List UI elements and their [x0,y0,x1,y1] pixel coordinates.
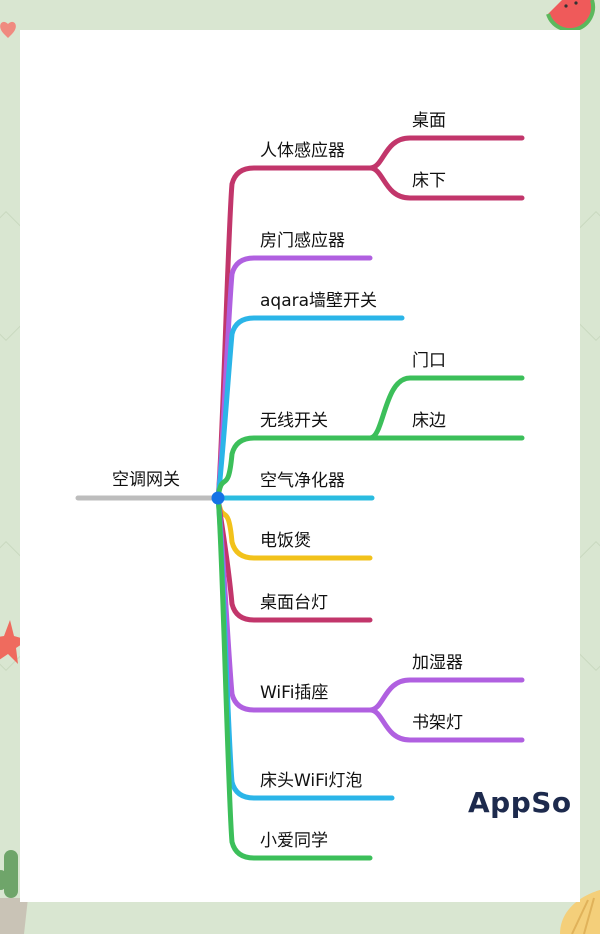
cactus-icon [0,850,28,934]
branch-label: 床头WiFi灯泡 [260,771,362,791]
branch-label: WiFi插座 [260,683,328,703]
branch-label: 电饭煲 [260,531,311,551]
branch-label: 空气净化器 [260,471,345,491]
sub-branch-label: 书架灯 [412,713,463,733]
branch-line [215,495,373,861]
branch-label: 人体感应器 [260,141,345,161]
watermelon-icon [546,0,596,33]
sub-branch-line [367,677,525,713]
sub-branch-line [367,165,525,201]
sub-branch-label: 床边 [412,411,446,431]
seashell-icon [560,890,600,934]
branch-label: 无线开关 [260,411,328,431]
sub-branch-label: 床下 [412,171,446,191]
branch-label: 桌面台灯 [260,593,328,613]
branch-label: 小爱同学 [260,831,328,851]
sub-branch-line [367,135,525,171]
branch-line [215,435,373,501]
branch-line [215,165,373,501]
branch-line [215,315,405,501]
appso-logo: AppSo [468,786,572,819]
hub-node [211,491,225,505]
sub-branch-label: 桌面 [412,111,446,131]
sub-branch-label: 加湿器 [412,653,463,673]
heart-icon [0,21,16,38]
mind-map-card [20,30,580,902]
root-label: 空调网关 [112,470,180,490]
starfish-icon [0,620,28,664]
branch-label: 房门感应器 [260,231,345,251]
branch-label: aqara墙壁开关 [260,291,377,311]
sub-branch-label: 门口 [412,351,446,371]
sub-branch-line [367,707,525,743]
sub-branch-line [367,375,525,441]
